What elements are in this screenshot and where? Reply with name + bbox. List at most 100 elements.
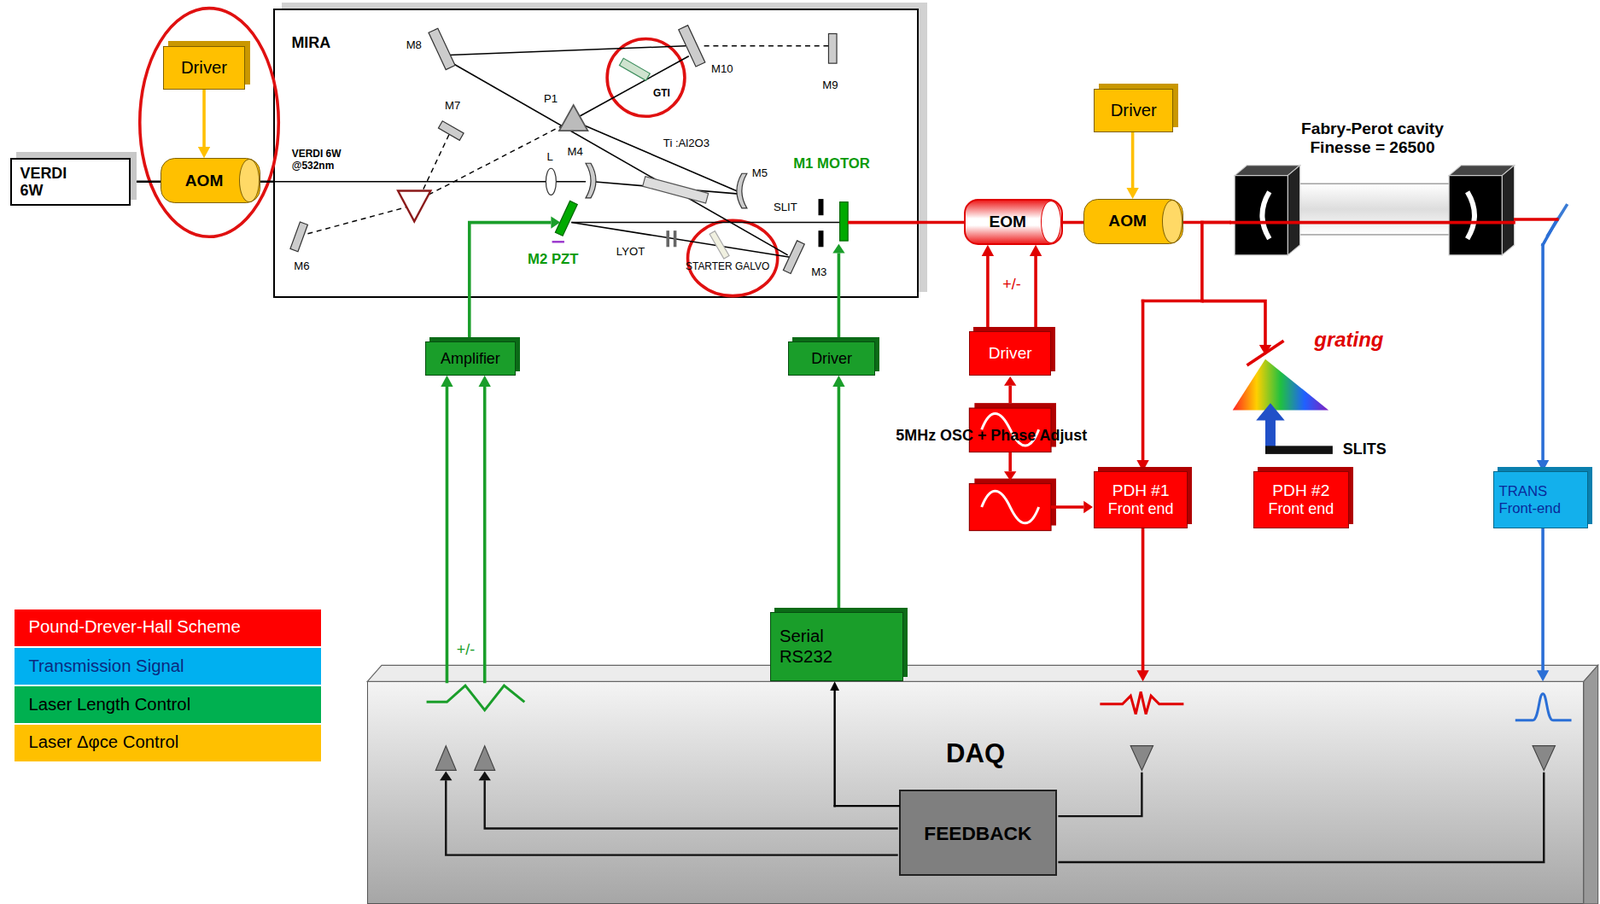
connector — [260, 181, 275, 182]
box-label: EOM — [988, 212, 1027, 232]
grating-label: grating — [1313, 327, 1384, 351]
legend-text: Laser Length Control — [28, 694, 191, 715]
laser-beam-path — [449, 61, 789, 256]
connector-segment — [483, 385, 487, 682]
connector — [478, 375, 491, 683]
arrowhead — [550, 216, 845, 253]
connector-segment — [130, 181, 161, 183]
mirror — [585, 163, 596, 199]
part-name: GTI — [653, 87, 671, 100]
actuated-mirror — [554, 200, 578, 236]
driver-box: Driver — [969, 331, 1052, 375]
translation-mark — [552, 240, 565, 243]
amplifier-symbol — [474, 746, 496, 771]
laser-beam-path — [449, 46, 686, 56]
arrowhead — [478, 375, 491, 387]
arrowhead — [1126, 187, 1139, 199]
connector-segment — [445, 385, 450, 682]
driver-box: Driver — [1093, 88, 1174, 133]
box-label: MIRA — [291, 34, 331, 53]
box-label: VERDI 6W — [19, 164, 67, 200]
mirror — [828, 33, 837, 64]
box-label: Fabry-Perot cavity — [1301, 119, 1444, 139]
box-label: Driver — [181, 58, 228, 78]
box-label: TRANS — [1498, 483, 1548, 500]
cylinder-end — [1040, 200, 1062, 244]
arrowhead — [981, 245, 994, 257]
cavity-tube — [1287, 183, 1454, 235]
cavity-beam — [1229, 221, 1516, 225]
part-name: P1 — [543, 92, 558, 106]
fabry-perot-cavity: Fabry-Perot cavityFinesse = 26500 — [1229, 116, 1516, 257]
box-label: Driver — [1110, 100, 1157, 121]
legend-text: Pound-Drever-Hall Scheme — [28, 617, 240, 637]
box-label: Serial RS232 — [779, 626, 833, 667]
part-name: Ti :Al2O3 — [663, 136, 710, 150]
part-name: M3 — [811, 265, 827, 279]
actuated-mirror — [554, 200, 848, 241]
box-label: FEEDBACK — [923, 822, 1032, 845]
arrowhead — [440, 375, 453, 387]
arrowhead — [1136, 460, 1149, 472]
mirror — [437, 121, 464, 141]
aom-cylinder: AOM — [160, 157, 261, 204]
prism — [397, 191, 431, 222]
beam-label: VERDI 6W @532nm — [291, 148, 364, 172]
output-beam — [847, 221, 918, 225]
part-name: M10 — [711, 62, 734, 76]
box-label: PDH #2 — [1272, 481, 1330, 501]
slit — [818, 198, 824, 247]
connector — [198, 89, 211, 158]
connector — [1136, 222, 1230, 473]
dashed-beam — [420, 124, 565, 199]
polarity-label: +/- — [1002, 275, 1021, 294]
eom-cylinder: EOM — [963, 198, 1063, 246]
connector — [832, 375, 845, 613]
amplifier-symbol — [435, 746, 456, 771]
connector — [981, 245, 994, 333]
signal-trace — [426, 685, 526, 711]
connector-segment — [1541, 528, 1545, 672]
laser-housing: MIRA — [273, 8, 918, 298]
box-label: PDH #1 — [1112, 481, 1170, 501]
connector-segment — [1131, 132, 1135, 189]
box-label: Driver — [811, 350, 853, 368]
highlight-ring — [140, 8, 280, 238]
oscillator — [969, 402, 1057, 531]
connector-segment — [1200, 222, 1204, 302]
part-name: M6 — [293, 259, 310, 273]
box-label: Finesse = 26500 — [1309, 138, 1435, 158]
highlight-ring — [607, 38, 685, 117]
connector-segment — [260, 181, 275, 183]
daq-bevel — [367, 665, 1598, 904]
feedback-wire — [484, 780, 899, 829]
aom-cylinder: AOM — [1083, 198, 1184, 245]
connector-segment — [1542, 219, 1558, 246]
arrowhead — [1536, 670, 1549, 682]
laser-beam-path — [571, 222, 790, 258]
cavity-mirror-block — [1448, 175, 1502, 256]
box-label: Front-end — [1498, 500, 1560, 517]
lyot-filter — [665, 230, 677, 247]
connector — [829, 681, 899, 806]
part-name: M9 — [822, 78, 838, 92]
slit-bar — [1265, 445, 1333, 455]
legend-swatch: Transmission Signal — [14, 648, 322, 685]
polarity-label: +/- — [456, 641, 475, 660]
oscillator — [969, 484, 1052, 532]
arrowhead — [1004, 471, 1017, 481]
laser-beam-path — [273, 46, 840, 257]
control-wire — [469, 222, 552, 343]
daq-unit: DAQFEEDBACK — [367, 681, 1584, 904]
cavity-tube — [1287, 183, 1454, 235]
connector-segment — [986, 255, 990, 332]
connector-segment — [1062, 221, 1084, 225]
prism — [559, 105, 588, 131]
connector-segment — [1202, 221, 1230, 225]
driver-box: Driver — [163, 46, 246, 90]
arrowhead — [829, 681, 840, 691]
mirror — [428, 28, 456, 70]
gti-plate — [618, 58, 650, 81]
feedback-wire — [1057, 772, 1544, 863]
connector-segment — [1141, 301, 1145, 462]
